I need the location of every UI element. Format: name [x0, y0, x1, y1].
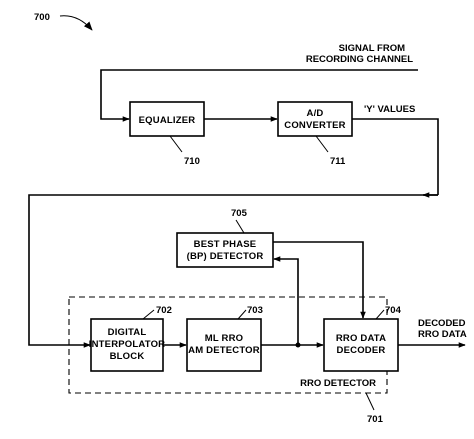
bp-detector-label-line-1: BEST PHASE	[194, 239, 257, 250]
bp-detector-ref: 705	[231, 208, 248, 219]
interpolator-label-line-1: DIGITAL	[108, 327, 147, 338]
equalizer-label: EQUALIZER	[139, 115, 196, 126]
am-detector-ref: 703	[247, 305, 263, 316]
rro-detector-label: RRO DETECTOR	[300, 378, 376, 389]
rro-detector-ref: 701	[367, 414, 384, 425]
am-detector-label-line-2: AM DETECTOR	[188, 345, 260, 356]
am-detector-ref-leader	[237, 309, 247, 320]
interpolator-label-line-3: BLOCK	[110, 351, 145, 362]
interpolator-ref-leader	[142, 309, 155, 320]
am-detector-block	[186, 318, 262, 372]
ad-converter-ref: 711	[330, 156, 346, 167]
input-label-line-1: SIGNAL FROM	[339, 43, 405, 54]
feedback-to-bp-wire	[273, 256, 299, 345]
figure-label: 700	[34, 12, 50, 23]
ad-converter-label-line-1: A/D	[307, 108, 324, 119]
input-label-line-2: RECORDING CHANNEL	[306, 54, 413, 65]
bp-detector-ref-leader	[235, 219, 245, 234]
ad-converter-label-line-2: CONVERTER	[284, 120, 345, 131]
output-label-line-1: DECODED	[418, 318, 466, 329]
interpolator-ref: 702	[156, 305, 172, 316]
am-detector-label-line-1: ML RRO	[205, 333, 244, 344]
equalizer-ref: 710	[184, 156, 200, 167]
input-signal-wire	[100, 69, 418, 122]
interpolator-label-line-2: INTERPOLATOR	[89, 339, 165, 350]
rro-decoder-label-line-2: DECODER	[337, 345, 386, 356]
rro-decoder-block	[323, 318, 399, 372]
rro-decoder-label-line-1: RRO DATA	[336, 333, 386, 344]
ad-converter-ref-leader	[315, 135, 329, 153]
bp-detector-label-line-2: (BP) DETECTOR	[187, 251, 264, 262]
figure-pointer	[59, 15, 93, 31]
equalizer-ref-leader	[169, 135, 183, 153]
bp-to-decoder-wire	[273, 241, 366, 319]
rro-detector-ref-leader	[365, 392, 375, 411]
bp-detector-block	[176, 232, 274, 268]
y-values-label: 'Y' VALUES	[364, 104, 415, 115]
ad-output-wire	[352, 118, 439, 195]
rro-decoder-ref: 704	[385, 305, 402, 316]
rro-decoder-ref-leader	[375, 309, 385, 320]
y-values-wire	[28, 194, 438, 348]
output-label-line-2: RRO DATA	[418, 329, 467, 340]
